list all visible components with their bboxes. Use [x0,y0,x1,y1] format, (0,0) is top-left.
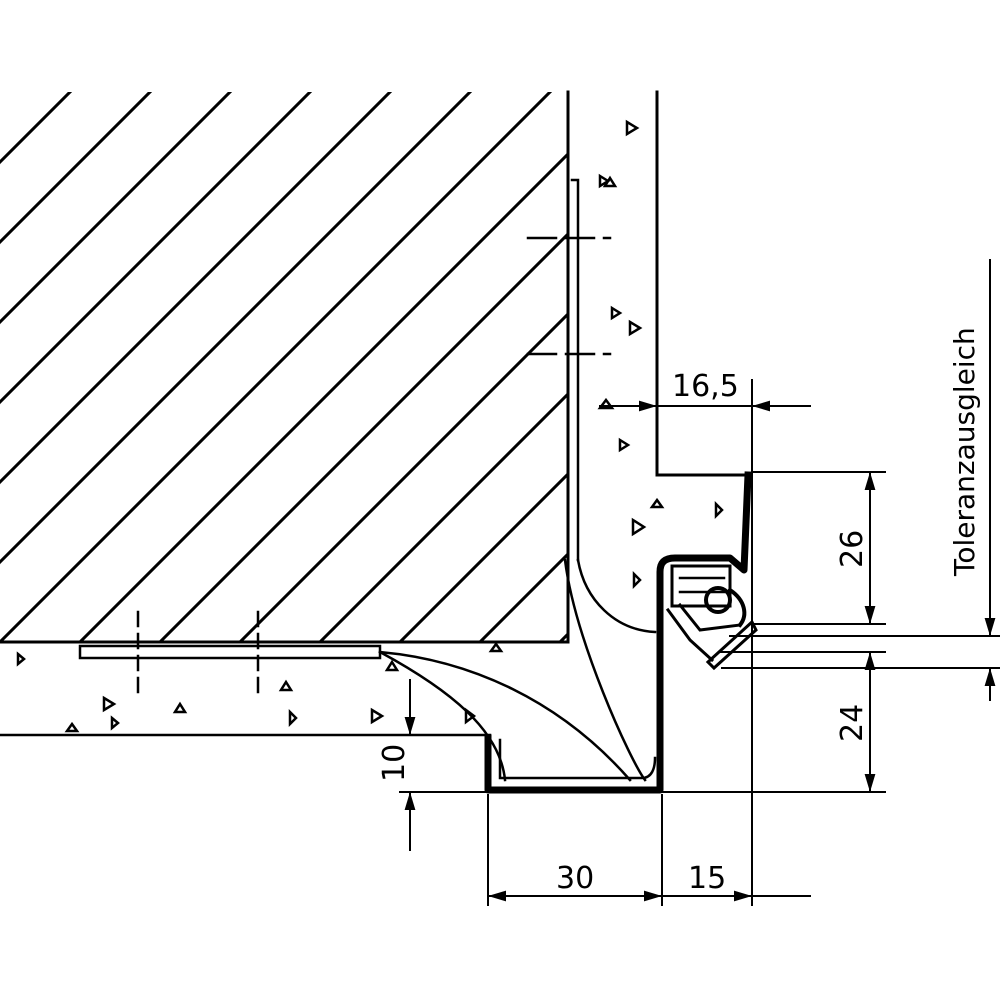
plaster-layer [526,178,657,782]
frame-edge [655,90,747,477]
dim-top-width: 16,5 [672,369,739,404]
dim-lower-height: 24 [835,704,870,742]
dim-upper-height: 26 [835,530,870,568]
dim-base-width: 30 [556,861,594,896]
aggregate-symbols [16,119,724,733]
screed-layer [0,610,632,782]
wall-hatching [0,92,568,642]
dim-step-height: 10 [377,744,412,782]
tolerance-label: Toleranzausgleich [948,327,981,577]
skirting-profile [484,471,752,794]
dim-leg-width: 15 [688,861,726,896]
dimension-lines [399,259,1000,906]
